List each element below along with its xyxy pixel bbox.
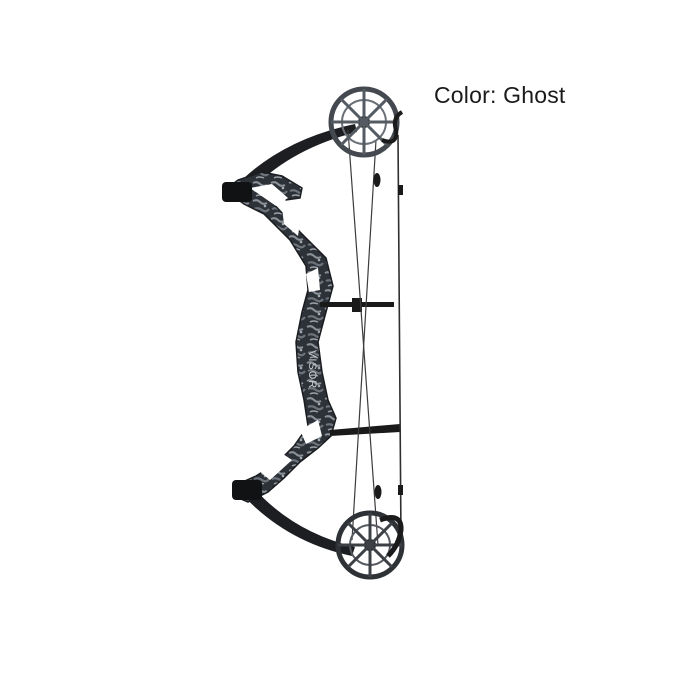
product-color-label: Color: Ghost [434, 82, 566, 108]
stabilizer-rod [330, 424, 400, 436]
top-cam [328, 86, 404, 158]
cable-2 [351, 139, 377, 541]
bottom-limb-pocket [232, 480, 262, 500]
top-limb-pocket [222, 182, 252, 202]
bow-string [397, 134, 402, 541]
bottom-limb [240, 486, 355, 556]
riser-logo-text: VISOR [306, 350, 318, 389]
bottom-cam [335, 510, 405, 580]
cable-1 [347, 129, 379, 546]
